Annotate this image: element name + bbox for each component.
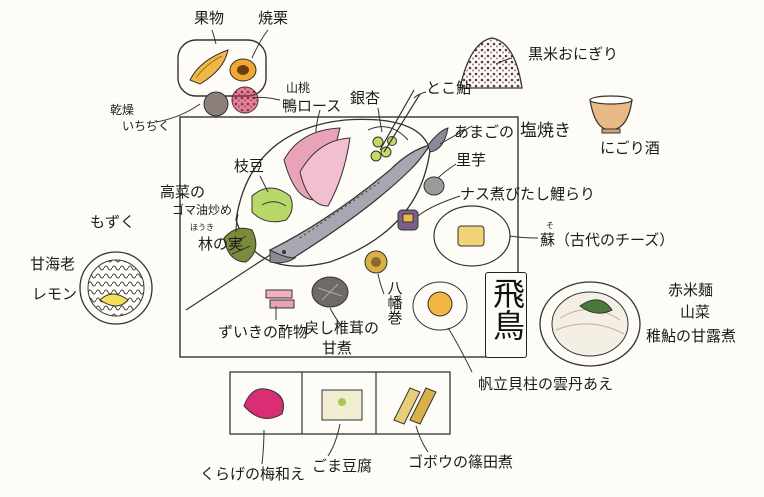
bottom-box xyxy=(229,371,451,435)
label-zuiki-sunomono: ずいきの酢物 xyxy=(218,323,309,341)
label-kurage: くらげの梅和え xyxy=(200,465,306,483)
label-kansou-2: いちぢく xyxy=(122,119,171,133)
kuromai-onigiri xyxy=(459,37,523,89)
asuka-sign: 飛鳥 xyxy=(485,272,527,358)
so-cheese-dish xyxy=(433,205,511,267)
label-yakiguri: 焼栗 xyxy=(258,9,289,27)
nasu-nibitashi xyxy=(397,209,419,231)
label-kamo-roast: 鴨ロース xyxy=(282,97,342,115)
label-tobi-ayu: とこ鮎 xyxy=(426,79,472,97)
yawata-maki xyxy=(364,250,388,274)
label-nigori-zake: にごり酒 xyxy=(600,139,660,157)
leader-lines xyxy=(155,29,539,465)
label-houki: 林の実 xyxy=(198,235,244,253)
sake-cup xyxy=(589,95,633,134)
fruit-plate xyxy=(177,39,267,117)
label-ginnan: 銀杏 xyxy=(350,89,381,107)
mozuku-bowl xyxy=(79,251,153,325)
takana xyxy=(223,227,257,263)
label-kuromai-onigiri: 黒米おにぎり xyxy=(528,45,619,63)
label-gobo-shinoda: ゴボウの篠田煮 xyxy=(408,453,514,471)
label-edamame: 枝豆 xyxy=(234,157,265,175)
label-amago-2: 塩焼き xyxy=(520,121,571,141)
label-houki-note: ほうき xyxy=(190,223,214,232)
label-amago-1: あまごの xyxy=(454,123,515,141)
label-ayu-kanroni: 稚鮎の甘露煮 xyxy=(646,327,737,345)
label-sansai: 山菜 xyxy=(680,303,711,321)
label-modoshi-shiitake-1: 戻し椎茸の xyxy=(304,319,380,337)
oval-platter xyxy=(235,89,431,267)
label-sekimai-men: 赤米麺 xyxy=(668,281,714,299)
label-mozuku: もずく xyxy=(90,213,136,231)
label-takana-2: ゴマ油炒め xyxy=(172,203,233,217)
label-so-cheese: 蘇（古代のチーズ） xyxy=(540,231,675,249)
zuiki-sunomono xyxy=(265,289,295,309)
label-lemon: レモン xyxy=(32,285,78,303)
kaibashira-uni xyxy=(412,281,468,331)
sekimai-bowl xyxy=(539,281,641,367)
label-takana-1: 高菜の xyxy=(160,183,206,201)
label-amaebi: 甘海老 xyxy=(30,255,76,273)
asuka-text: 飛鳥 xyxy=(488,277,526,341)
label-kansou-1: 乾燥 xyxy=(110,103,135,117)
label-so-ruby: そ xyxy=(546,221,554,230)
satoimo xyxy=(423,176,445,196)
modoshi-shiitake xyxy=(311,276,349,308)
amago-fish xyxy=(185,127,449,311)
label-yamamomo: 山桃 xyxy=(286,81,311,95)
label-satoimo: 里芋 xyxy=(456,151,487,169)
edamame xyxy=(251,187,293,223)
label-yawata-maki: 八幡巻 xyxy=(385,280,404,325)
label-goma-dofu: ごま豆腐 xyxy=(312,457,373,475)
label-modoshi-shiitake-2: 甘煮 xyxy=(322,339,353,357)
label-kudamono: 果物 xyxy=(194,9,225,27)
label-nasu-nibitashi: ナス煮びたし鯉らり xyxy=(460,185,596,203)
label-kaibashira: 帆立貝柱の雲丹あえ xyxy=(478,375,614,393)
